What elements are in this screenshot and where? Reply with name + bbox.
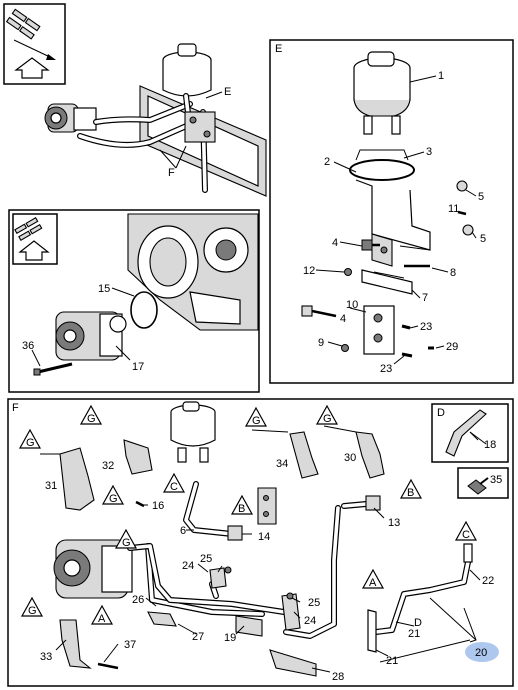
view-marker-B2 <box>399 478 423 499</box>
view-marker-G4-label: G <box>323 413 332 425</box>
callout-f32: 32 <box>102 460 114 472</box>
section-F-panel <box>7 398 514 687</box>
view-marker-C2-label: C <box>462 529 470 541</box>
view-marker-A1 <box>90 604 114 625</box>
view-marker-G4 <box>315 404 339 425</box>
callout-e12: 12 <box>303 265 315 277</box>
view-marker-G1-label: G <box>26 437 35 449</box>
view-marker-C2 <box>454 520 478 541</box>
callout-f35: 35 <box>490 474 502 486</box>
callout-36: 36 <box>22 340 34 352</box>
callout-f24a: 24 <box>182 560 194 572</box>
callout-f34: 34 <box>276 458 288 470</box>
callout-f26: 26 <box>132 594 144 606</box>
view-marker-G3 <box>244 406 268 427</box>
view-marker-C1-label: C <box>170 481 178 493</box>
callout-f18: 18 <box>484 439 496 451</box>
callout-f16: 16 <box>152 500 164 512</box>
orientation-icon-top <box>3 3 66 85</box>
callout-e11: 11 <box>448 203 459 215</box>
callout-e29: 29 <box>446 341 458 353</box>
callout-e5b: 5 <box>480 233 486 245</box>
callout-e7: 7 <box>422 292 428 304</box>
callout-fD: D <box>414 617 422 629</box>
callout-f19: 19 <box>224 632 236 644</box>
callout-e2: 2 <box>324 156 330 168</box>
callout-f21a: 21 <box>408 628 420 640</box>
pump-mounting-panel <box>8 209 260 393</box>
callout-f25a: 25 <box>200 553 212 565</box>
view-marker-B1-label: B <box>238 503 245 515</box>
callout-f28: 28 <box>332 671 344 683</box>
callout-f24b: 24 <box>304 615 316 627</box>
view-marker-B1 <box>230 494 254 515</box>
view-marker-G5 <box>101 484 125 505</box>
view-marker-G7 <box>20 596 44 617</box>
callout-f22: 22 <box>482 575 494 587</box>
callout-e8: 8 <box>450 267 456 279</box>
view-marker-G2 <box>79 404 103 425</box>
view-marker-G2-label: G <box>87 413 96 425</box>
view-marker-G7-label: G <box>28 605 37 617</box>
callout-e5a: 5 <box>478 191 484 203</box>
section-E-label: E <box>275 43 282 55</box>
callout-f33: 33 <box>40 651 52 663</box>
callout-e1: 1 <box>438 70 444 82</box>
callout-f20: 20 <box>475 647 487 659</box>
callout-f14: 14 <box>258 531 270 543</box>
callout-f6: 6 <box>180 525 186 537</box>
callout-17: 17 <box>132 361 144 373</box>
callout-e23a: 23 <box>420 321 432 333</box>
callout-f21b: 21 <box>386 655 398 667</box>
view-marker-G3-label: G <box>252 415 261 427</box>
view-marker-G6-label: G <box>122 537 131 549</box>
callout-e3: 3 <box>426 146 432 158</box>
view-marker-G1 <box>18 428 42 449</box>
section-E-panel <box>269 39 514 384</box>
callout-f37: 37 <box>124 639 136 651</box>
view-marker-A1-label: A <box>98 613 106 625</box>
top-callout-F: F <box>168 167 175 179</box>
callout-e4a: 4 <box>332 237 338 249</box>
view-marker-A2-label: A <box>369 577 377 589</box>
callout-20-highlight <box>465 642 499 662</box>
view-marker-C1 <box>162 472 186 493</box>
view-marker-G6 <box>114 528 138 549</box>
section-D-label: D <box>437 407 445 419</box>
view-marker-G5-label: G <box>109 493 118 505</box>
callout-f13: 13 <box>388 517 400 529</box>
callout-e10: 10 <box>346 299 358 311</box>
section-F-label: F <box>12 402 19 414</box>
callout-e4b: 4 <box>340 313 346 325</box>
callout-f25b: 25 <box>308 597 320 609</box>
top-assembly-overview <box>44 43 267 197</box>
view-marker-B2-label: B <box>407 487 414 499</box>
callout-15: 15 <box>98 283 110 295</box>
top-callout-E: E <box>224 86 231 98</box>
callout-f31: 31 <box>45 480 57 492</box>
callout-e23b: 23 <box>380 363 392 375</box>
callout-e9: 9 <box>318 337 324 349</box>
callout-f27: 27 <box>192 631 204 643</box>
view-marker-A2 <box>361 568 385 589</box>
callout-f30: 30 <box>344 452 356 464</box>
